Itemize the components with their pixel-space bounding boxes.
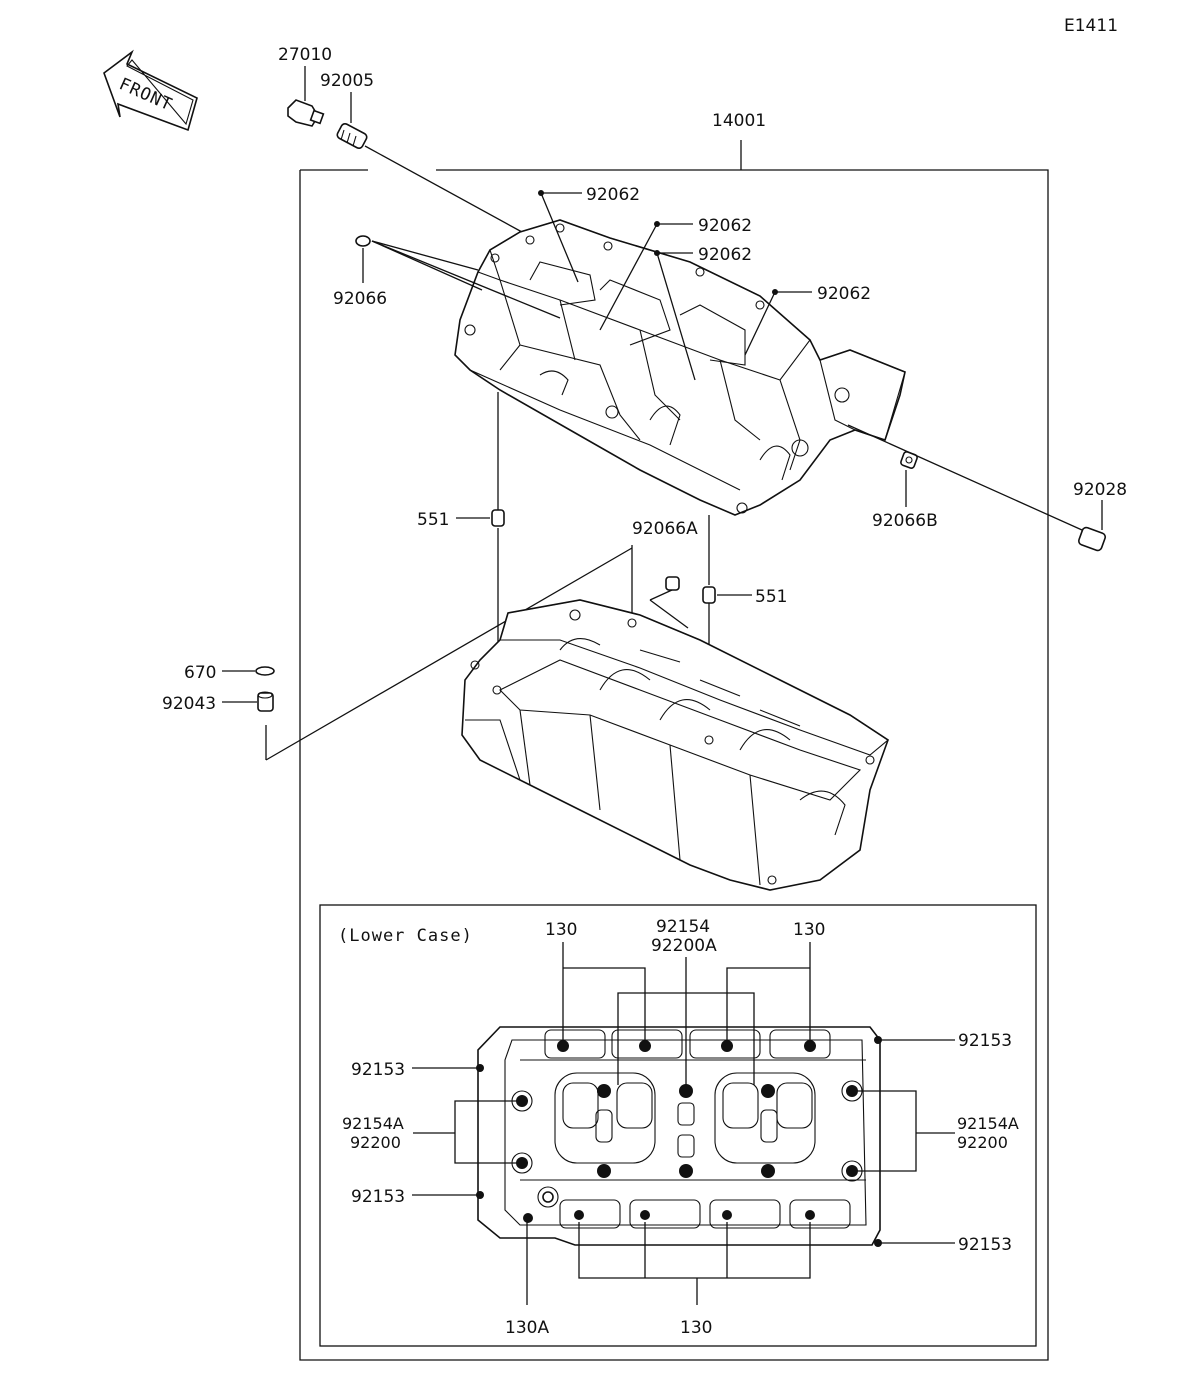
assembly-frame [299,169,1049,1361]
label-551-right: 551 [755,587,787,607]
lower-case-bottom-view [476,1026,882,1247]
label-92153-right-lower: 92153 [958,1235,1012,1255]
plug-92066A-icon [665,576,680,591]
label-92154A-right: 92154A [957,1114,1019,1133]
lower-case-inset [319,904,1037,1347]
label-130-top-right: 130 [793,920,825,940]
label-130A: 130A [505,1318,549,1338]
lower-case-title: (Lower Case) [338,926,473,946]
label-92062-d: 92062 [817,284,871,304]
front-arrow-icon: FRONT [103,49,198,132]
label-92005: 92005 [320,71,374,91]
label-92154A-left: 92154A [342,1114,404,1133]
collar-92028-icon [1077,526,1107,552]
label-92066B: 92066B [872,511,938,531]
label-92153-left-upper: 92153 [351,1060,405,1080]
label-130-top-left: 130 [545,920,577,940]
plug-92066B-icon [900,451,918,469]
label-551-left: 551 [417,510,449,530]
label-92200-left: 92200 [350,1133,401,1152]
label-14001: 14001 [712,111,766,131]
lower-crankcase [461,599,889,891]
label-670: 670 [184,663,216,683]
label-92062-a: 92062 [586,185,640,205]
label-92028: 92028 [1073,480,1127,500]
label-27010: 27010 [278,45,332,65]
o-ring-670-icon [255,666,275,676]
upper-crankcase [454,219,906,516]
label-92043: 92043 [162,694,216,714]
label-92200A-top: 92200A [651,936,717,956]
label-130-bottom: 130 [680,1318,712,1338]
dowel-551-left-icon [491,509,505,527]
label-92154-top: 92154 [656,917,710,937]
label-92066A: 92066A [632,519,698,539]
collar-92043-icon [257,691,274,712]
plug-92066-icon [355,235,371,247]
fitting-92005-icon [336,122,368,150]
label-92062-c: 92062 [698,245,752,265]
label-92200-right: 92200 [957,1133,1008,1152]
sensor-27010-icon [287,99,325,127]
label-92153-left-lower: 92153 [351,1187,405,1207]
diagram-code: E1411 [1064,16,1118,36]
bolt-holes [476,1036,882,1247]
label-92062-b: 92062 [698,216,752,236]
label-92153-right-upper: 92153 [958,1031,1012,1051]
dowel-551-right-icon [702,586,716,604]
label-92066: 92066 [333,289,387,309]
